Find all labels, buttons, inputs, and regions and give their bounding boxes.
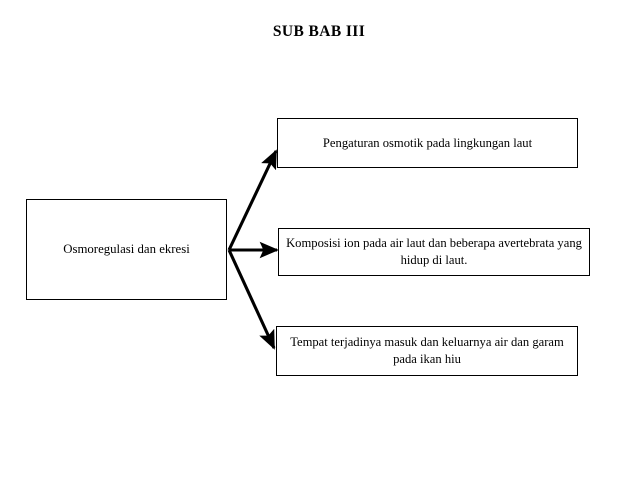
node-label: Pengaturan osmotik pada lingkungan laut xyxy=(322,135,533,150)
node-komposisi-ion[interactable]: Komposisi ion pada air laut dan beberapa… xyxy=(278,228,590,276)
page-title: SUB BAB III xyxy=(272,23,366,40)
node-osmoregulasi-dan-ekresi[interactable]: Osmoregulasi dan ekresi xyxy=(26,199,227,300)
arrow-root-to-bottom xyxy=(227,249,276,350)
node-label: Osmoregulasi dan ekresi xyxy=(63,242,190,257)
node-pengaturan-osmotik[interactable]: Pengaturan osmotik pada lingkungan laut xyxy=(277,118,578,168)
arrow-root-to-top xyxy=(227,149,278,251)
node-label: Komposisi ion pada air laut dan beberapa… xyxy=(286,236,582,267)
node-label: Tempat terjadinya masuk dan keluarnya ai… xyxy=(290,335,564,366)
node-tempat-masuk-keluar-air-garam[interactable]: Tempat terjadinya masuk dan keluarnya ai… xyxy=(276,326,578,376)
